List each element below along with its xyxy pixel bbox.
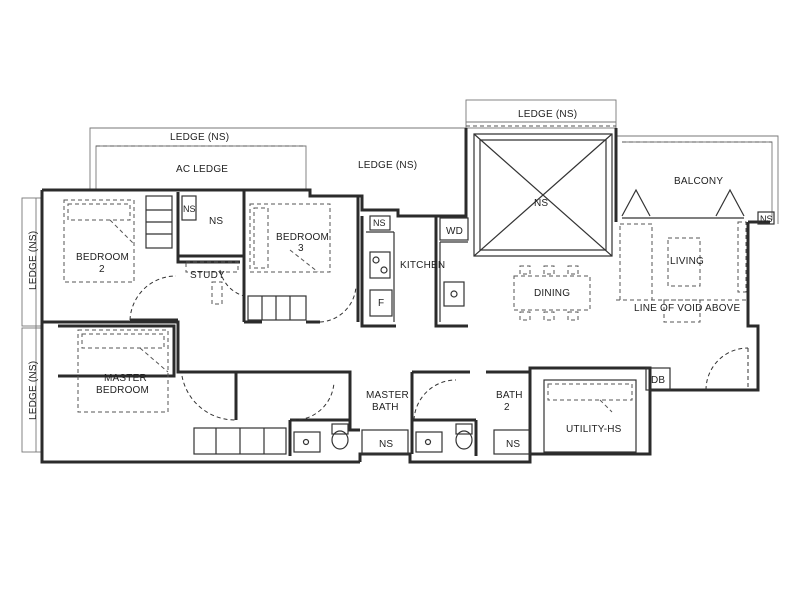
living-label: LIVING (670, 256, 704, 267)
balcony-label: BALCONY (674, 176, 723, 187)
fridge-label: F (378, 298, 384, 309)
master-bedroom-label-line2: BEDROOM (96, 385, 149, 396)
bedroom2-label-line2: 2 (99, 264, 105, 275)
study-label: STUDY (190, 270, 225, 281)
ns-bath2-label: NS (506, 439, 520, 450)
ns-top-left-label: NS (209, 216, 223, 227)
master-bedroom-label-line1: MASTER (104, 373, 147, 384)
ledge-left-lower-label: LEDGE (NS) (28, 361, 39, 420)
ns-master-bath-label: NS (379, 439, 393, 450)
ledge-middle-label: LEDGE (NS) (358, 160, 417, 171)
ledge-top-right-label: LEDGE (NS) (518, 109, 577, 120)
bedroom3-label-line2: 3 (298, 243, 304, 254)
door-swings (129, 269, 749, 421)
bedroom3-label-line1: BEDROOM (276, 232, 329, 243)
ledge-outlines (21, 99, 779, 453)
ns-kitchen-label: NS (373, 218, 386, 228)
ns-void-label: NS (534, 198, 548, 209)
ns-balcony-label: NS (760, 214, 773, 224)
dining-label: DINING (534, 288, 570, 299)
bedroom2-label-line1: BEDROOM (76, 252, 129, 263)
furniture (63, 195, 747, 455)
ledge-top-left-label: LEDGE (NS) (170, 132, 229, 143)
room-labels: LEDGE (NS) LEDGE (NS) AC LEDGE LEDGE (NS… (28, 109, 775, 450)
db-label: DB (651, 375, 665, 386)
void-and-balcony (466, 125, 748, 301)
ac-ledge-label: AC LEDGE (176, 164, 228, 175)
kitchen-label: KITCHEN (400, 260, 445, 271)
utility-label: UTILITY-HS (566, 424, 622, 435)
wd-label: WD (446, 226, 463, 237)
ledge-left-upper-label: LEDGE (NS) (28, 231, 39, 290)
ns-small-label: NS (183, 204, 196, 214)
master-bath-label-line1: MASTER (366, 390, 409, 401)
bath2-label-line2: 2 (504, 402, 510, 413)
bath2-label-line1: BATH (496, 390, 523, 401)
void-above-label: LINE OF VOID ABOVE (634, 303, 741, 314)
walls (40, 128, 770, 464)
master-bath-label-line2: BATH (372, 402, 399, 413)
